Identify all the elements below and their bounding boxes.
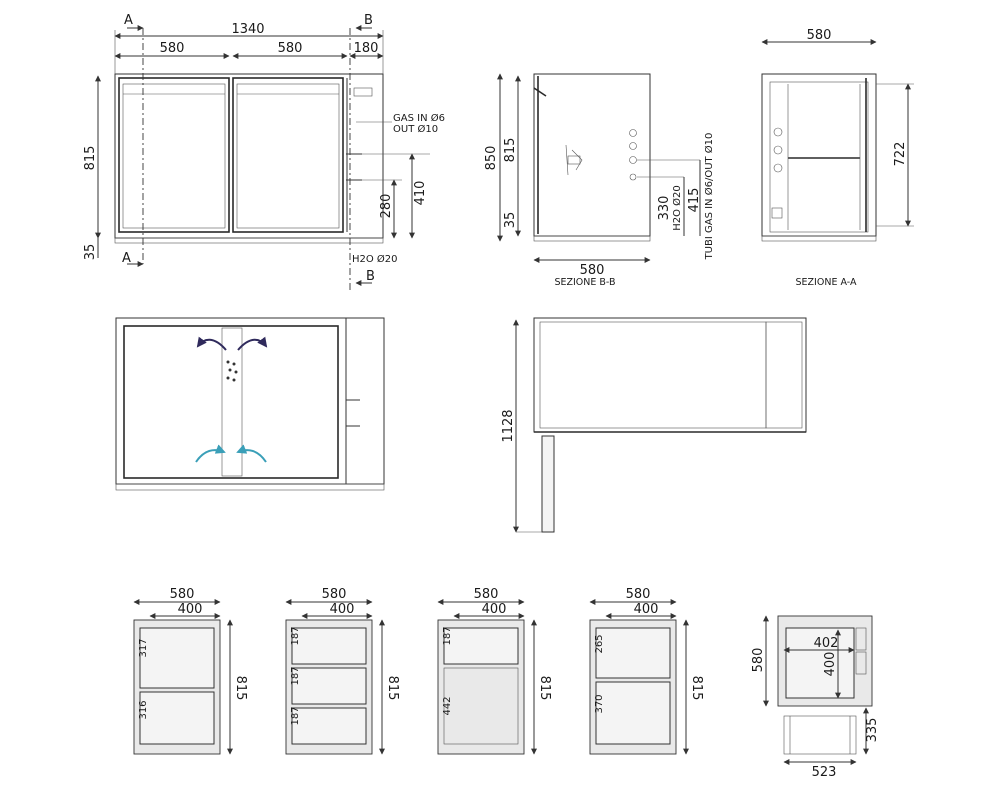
front-dim-right: 180 — [354, 41, 379, 56]
s1-dim-815: 815 — [233, 676, 248, 701]
air-out-arrow-left — [196, 336, 227, 351]
s1-dim-400: 400 — [178, 602, 203, 617]
detail-dim-523: 523 — [812, 765, 837, 780]
detail-dim-580: 580 — [751, 648, 766, 673]
aa-dim-722: 722 — [893, 142, 908, 167]
bb-dim-35: 35 — [503, 212, 518, 229]
bb-dim-415: 415 — [687, 188, 702, 213]
s2-part-3: 187 — [290, 706, 301, 725]
front-dim-base: 35 — [83, 244, 98, 261]
s2-part-2: 187 — [290, 666, 301, 685]
top-view — [115, 317, 385, 491]
bb-h2o-label: H2O Ø20 — [671, 185, 683, 231]
front-out-label: OUT Ø10 — [393, 123, 438, 135]
front-dim-left: 580 — [160, 41, 185, 56]
front-dim-mid: 580 — [278, 41, 303, 56]
s4-dim-400: 400 — [634, 602, 659, 617]
section-b-bottom: B — [366, 269, 375, 284]
section-a-bottom: A — [122, 251, 131, 266]
air-out-arrow-right — [237, 336, 268, 351]
s3-part-2: 442 — [442, 696, 453, 715]
front-view — [95, 25, 430, 290]
s3-part-1: 187 — [442, 626, 453, 645]
bb-tubi-label: TUBI GAS IN Ø6/OUT Ø10 — [703, 133, 715, 261]
drawer-section-3 — [437, 599, 537, 755]
s4-dim-580: 580 — [626, 587, 651, 602]
plan-dim-1128: 1128 — [501, 409, 516, 442]
s2-dim-815: 815 — [385, 676, 400, 701]
bb-dim-850: 850 — [484, 146, 499, 171]
drawer-section-2 — [285, 599, 385, 755]
drawer-section-4 — [589, 599, 689, 755]
air-in-arrow-right — [236, 444, 267, 463]
s1-dim-580: 580 — [170, 587, 195, 602]
detail-dim-335: 335 — [865, 718, 880, 743]
s2-part-1: 187 — [290, 626, 301, 645]
s3-dim-815: 815 — [537, 676, 552, 701]
plan-view — [513, 317, 807, 533]
s4-part-1: 265 — [594, 634, 605, 653]
detail-dim-402: 402 — [814, 636, 839, 651]
s3-dim-580: 580 — [474, 587, 499, 602]
section-b-top: B — [364, 13, 373, 28]
s4-part-2: 370 — [594, 694, 605, 713]
detail-dim-400: 400 — [823, 652, 838, 677]
drawer-section-1 — [133, 599, 233, 755]
s1-part-2: 316 — [138, 700, 149, 719]
bb-dim-580: 580 — [580, 263, 605, 278]
s4-dim-815: 815 — [689, 676, 704, 701]
section-bb-view — [497, 73, 701, 263]
detail-view — [763, 615, 873, 765]
s2-dim-580: 580 — [322, 587, 347, 602]
front-dim-width: 1340 — [231, 22, 264, 37]
front-dim-height: 815 — [83, 146, 98, 171]
aa-caption: SEZIONE A-A — [796, 277, 857, 288]
front-dim-410: 410 — [413, 181, 428, 206]
section-aa-view — [761, 39, 914, 242]
bb-dim-815: 815 — [503, 138, 518, 163]
air-in-arrow-left — [195, 444, 226, 463]
s3-dim-400: 400 — [482, 602, 507, 617]
front-h2o-label: H2O Ø20 — [352, 253, 398, 265]
front-dim-280: 280 — [379, 194, 394, 219]
bb-dim-330: 330 — [657, 196, 672, 221]
s1-part-1: 317 — [138, 638, 149, 657]
s2-dim-400: 400 — [330, 602, 355, 617]
bb-caption: SEZIONE B-B — [554, 277, 615, 288]
front-gas-label: GAS IN Ø6 — [393, 112, 445, 124]
aa-dim-580: 580 — [807, 28, 832, 43]
section-a-top: A — [124, 13, 133, 28]
